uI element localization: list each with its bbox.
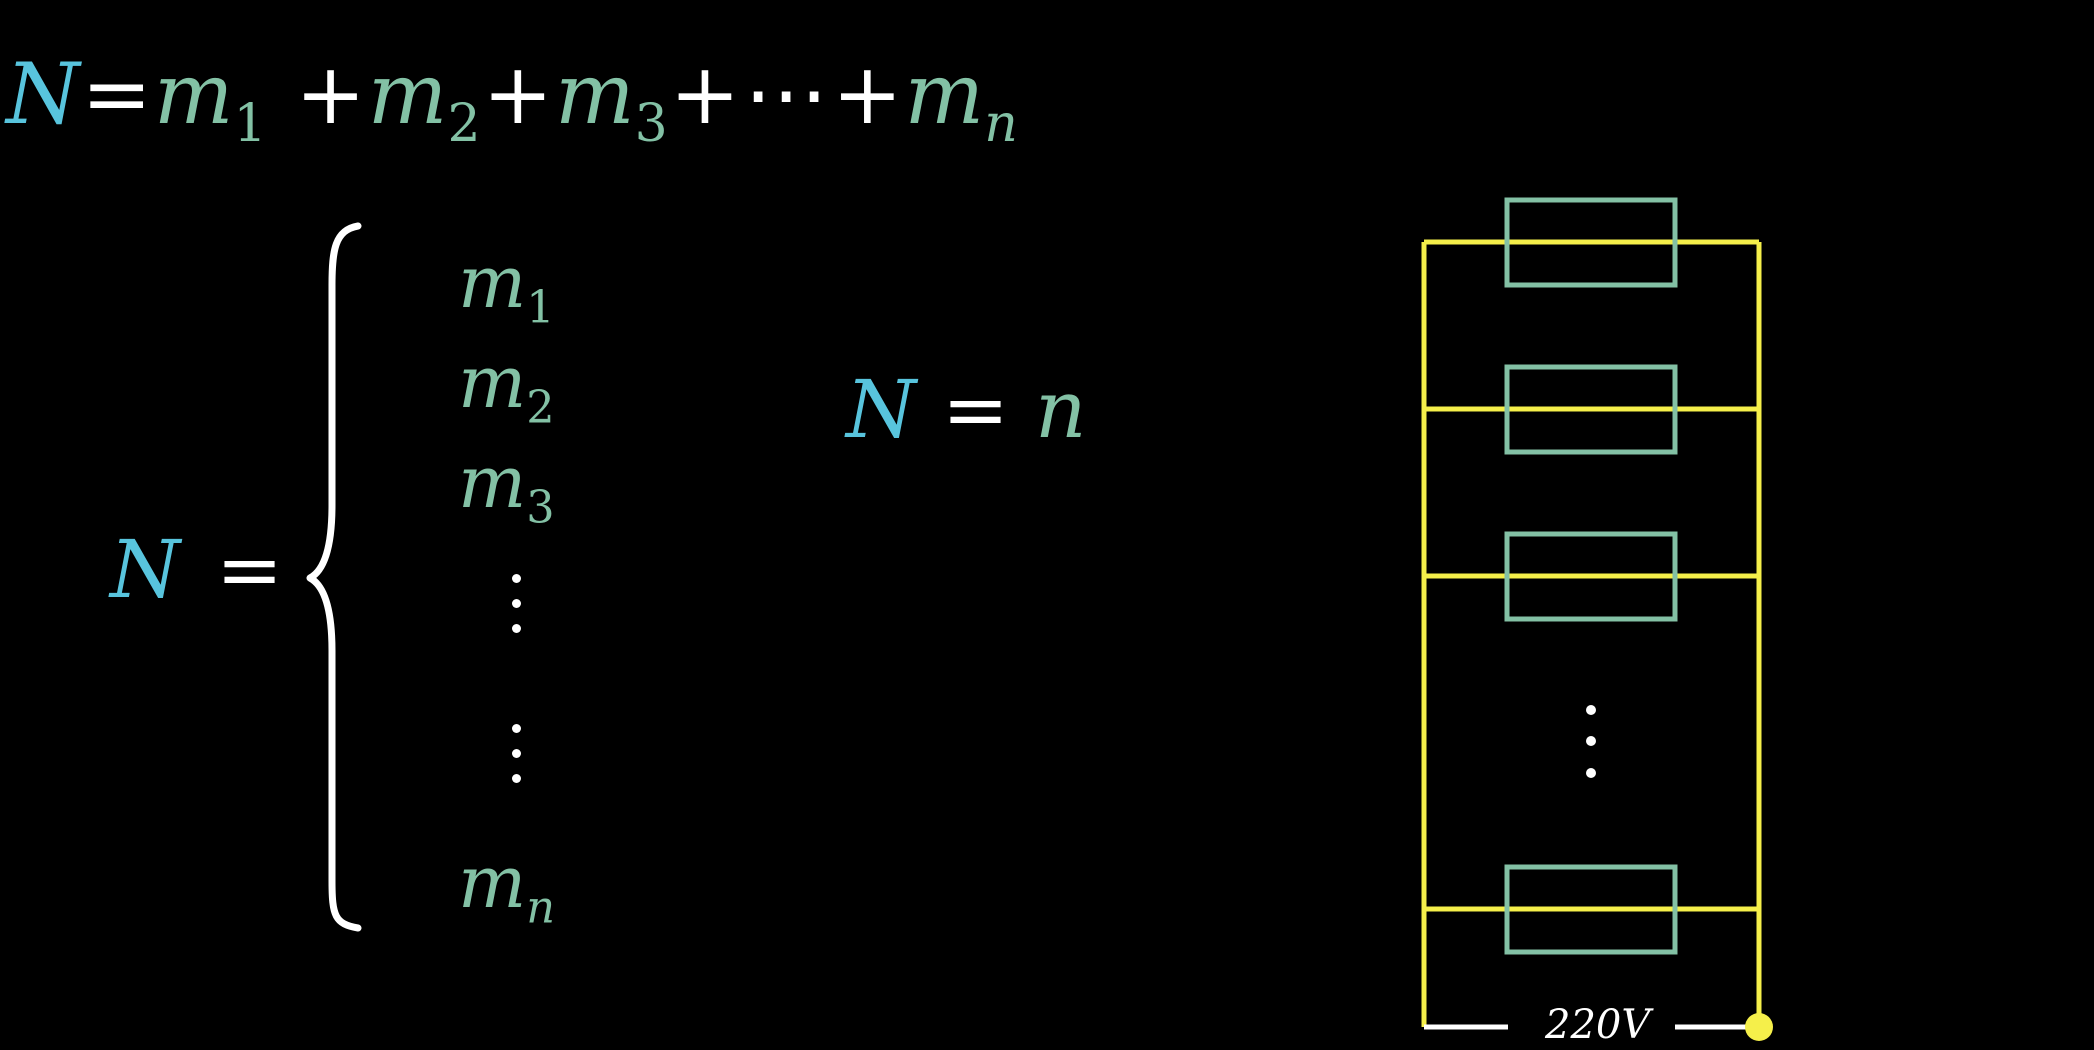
- count-equation: N=n: [846, 370, 1087, 450]
- list-item-mn: mn: [458, 840, 556, 934]
- term-m2: m2: [367, 45, 481, 155]
- plus-sign: +: [669, 45, 741, 143]
- plus-sign: +: [295, 45, 366, 143]
- equals-sign: =: [942, 363, 1010, 456]
- vertical-ellipsis: [512, 724, 522, 799]
- term-mn: mn: [904, 45, 1018, 155]
- term-m3: m3: [554, 45, 668, 155]
- brace-equation-lhs: N=: [110, 530, 283, 610]
- resistor: [1504, 364, 1678, 455]
- circuit-wires: [1421, 239, 1762, 1027]
- equals-sign: =: [81, 45, 152, 143]
- voltage-label: 220V: [1545, 1002, 1651, 1048]
- vertical-ellipsis: [512, 574, 522, 649]
- ellipsis: ⋯: [744, 45, 829, 143]
- resistor: [1504, 531, 1678, 622]
- plus-sign: +: [832, 45, 903, 143]
- equals-sign: =: [216, 523, 284, 616]
- plus-sign: +: [482, 45, 553, 143]
- circuit-vertical-ellipsis: [1586, 705, 1596, 778]
- list-item-m2: m2: [458, 340, 555, 434]
- symbol-N: N: [846, 363, 916, 456]
- symbol-N: N: [110, 523, 180, 616]
- term-m1: m1: [153, 45, 267, 155]
- symbol-n: n: [1035, 363, 1087, 456]
- resistors: [1504, 197, 1678, 955]
- resistor: [1504, 197, 1678, 288]
- list-item-m3: m3: [458, 440, 555, 534]
- list-item-m1: m1: [458, 240, 555, 334]
- terminal-dot: [1745, 1013, 1773, 1041]
- symbol-N: N: [6, 45, 80, 143]
- resistor: [1504, 864, 1678, 955]
- sum-equation: N=m1 +m2+m3+⋯+mn: [6, 52, 1018, 150]
